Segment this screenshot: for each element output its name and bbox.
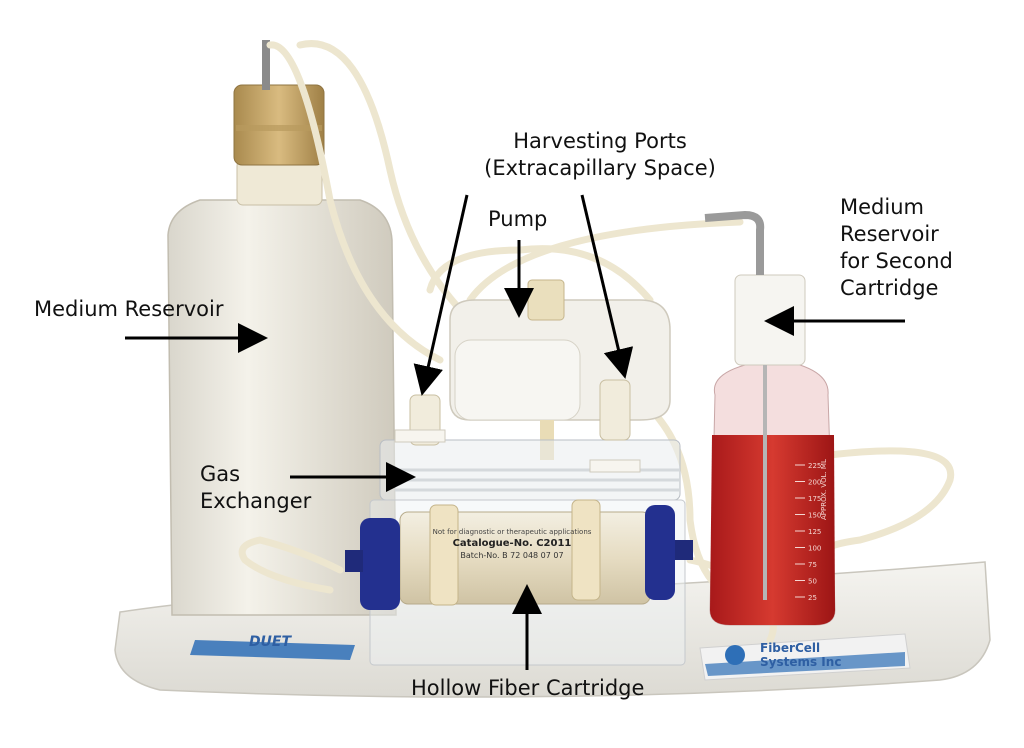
- bottle-scale-mark: 75: [808, 561, 817, 569]
- label-gas-exchanger-line2: Exchanger: [200, 489, 312, 513]
- bottle-scale-mark: 200: [808, 479, 821, 487]
- tray-logo-duet: DUET: [249, 634, 293, 650]
- bottle-scale-unit: APPROX. VOL. ML: [820, 459, 828, 520]
- label-medium-reservoir: Medium Reservoir: [34, 297, 224, 321]
- label-gas-exchanger-line1: Gas: [200, 462, 241, 486]
- bottle-scale-mark: 25: [808, 594, 817, 602]
- label-hollow-fiber-cartridge: Hollow Fiber Cartridge: [411, 676, 645, 700]
- bottle-scale-mark: 100: [808, 545, 821, 553]
- harvesting-port-fittings: [394, 379, 641, 473]
- medium-reservoir-bottle: [167, 40, 397, 616]
- label-second-reservoir-line1: Medium: [840, 195, 924, 219]
- tray-brand-logo-icon: [725, 645, 745, 665]
- label-second-reservoir-line2: Reservoir: [840, 222, 939, 246]
- label-harvesting-ports-line1: Harvesting Ports: [513, 129, 687, 153]
- label-pump: Pump: [488, 207, 548, 231]
- cartridge-batch: Batch-No. B 72 048 07 07: [460, 551, 563, 560]
- tray-brand-line1: FiberCell: [760, 641, 820, 655]
- label-second-reservoir-line3: for Second: [840, 249, 953, 273]
- label-harvesting-ports: Harvesting Ports (Extracapillary Space): [465, 128, 735, 182]
- bottle-scale-mark: 175: [808, 495, 821, 503]
- bottle-scale-mark: 125: [808, 528, 821, 536]
- bottle-scale-mark: 225: [808, 462, 821, 470]
- bottle-scale-mark: 50: [808, 578, 817, 586]
- bottle-scale-mark: 150: [808, 512, 821, 520]
- label-second-reservoir: Medium Reservoir for Second Cartridge: [840, 194, 953, 302]
- label-gas-exchanger: Gas Exchanger: [200, 461, 311, 515]
- label-second-reservoir-line4: Cartridge: [840, 276, 939, 300]
- bottle-scale: 225 200 175 150 125 100 75 50 25 APPROX. VOL. ML: [795, 459, 828, 602]
- label-harvesting-ports-line2: (Extracapillary Space): [484, 156, 716, 180]
- cartridge-catalogue: Catalogue-No. C2011: [453, 538, 572, 549]
- second-medium-reservoir-bottle: 225 200 175 150 125 100 75 50 25 APPROX. VOL. ML: [704, 210, 836, 626]
- pump: [449, 279, 671, 460]
- cartridge-note: Not for diagnostic or therapeutic applic…: [433, 528, 592, 536]
- tray-brand-line2: Systems Inc: [760, 655, 841, 669]
